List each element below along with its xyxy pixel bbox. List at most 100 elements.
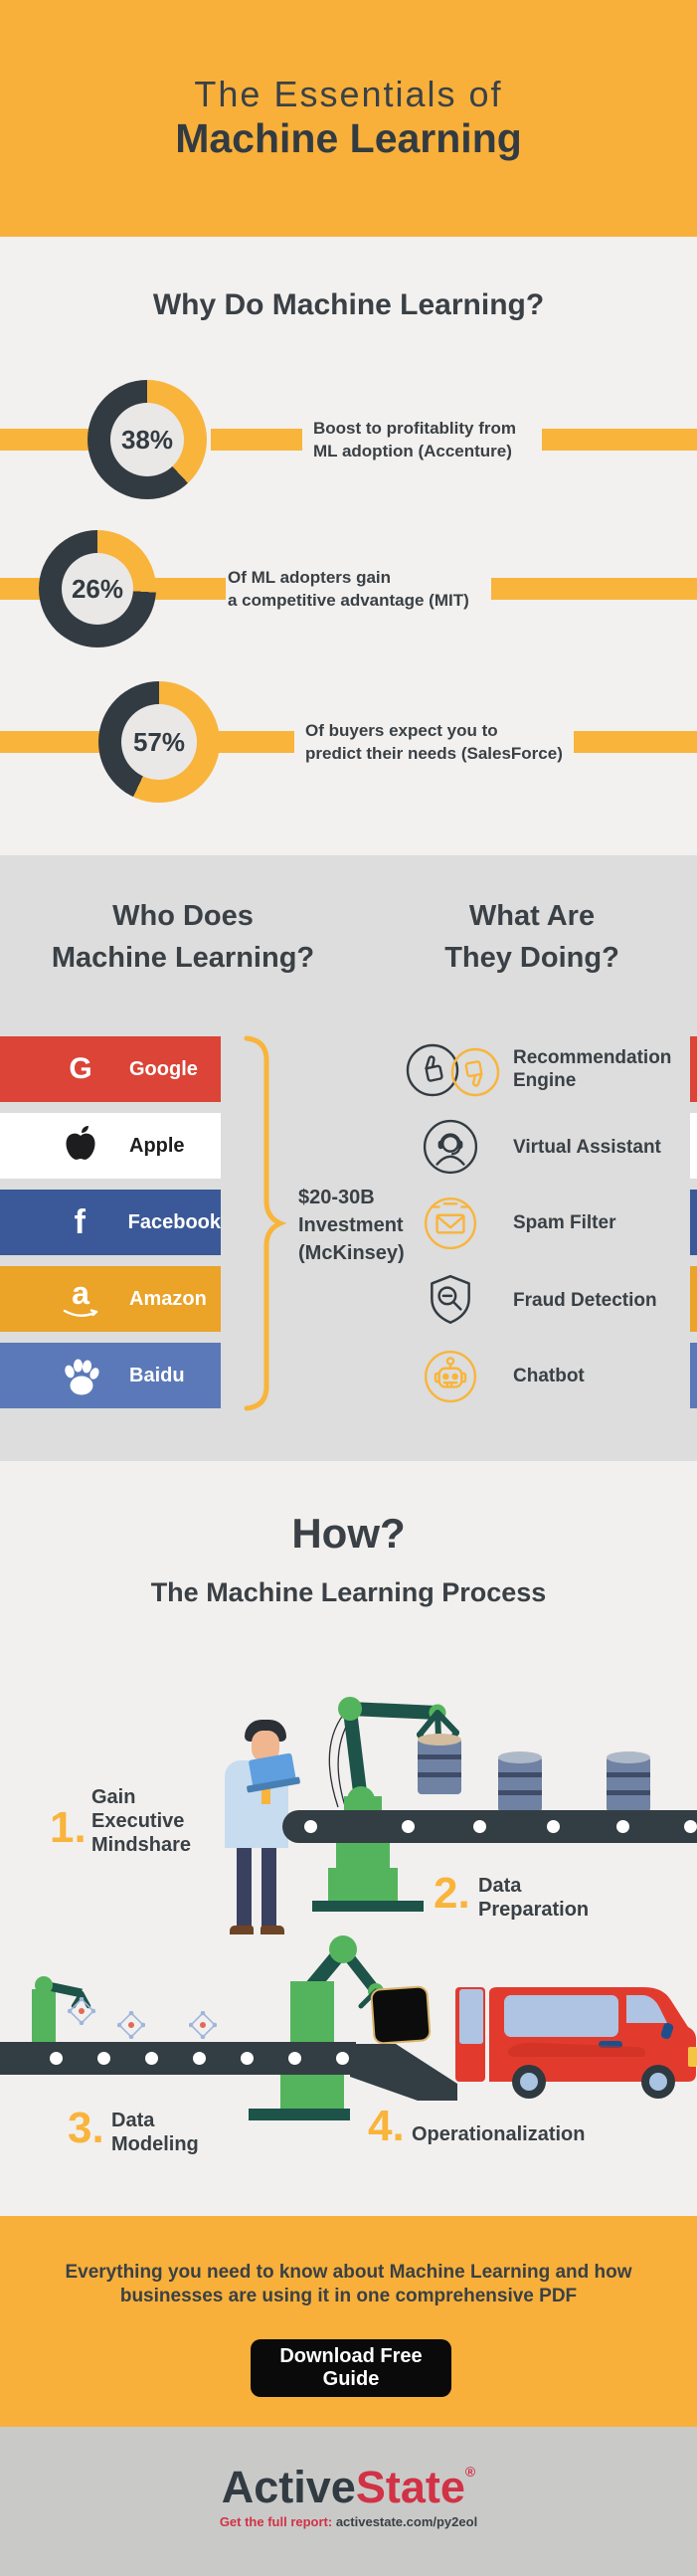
- stat1-percent: 38%: [120, 424, 174, 455]
- stat2-bar-left: [0, 578, 44, 600]
- what-item-label: Virtual Assistant: [513, 1137, 661, 1158]
- stat1-bar-right: [542, 429, 697, 451]
- stat1-bar-left: [0, 429, 91, 451]
- data-molecule-icon: [68, 1997, 95, 2025]
- step1-label: Gain Executive Mindshare: [91, 1786, 192, 1856]
- stat2-percent: 26%: [71, 573, 124, 604]
- thumbs-up-down-icon: [406, 1043, 500, 1097]
- edge-sliver-blue: [690, 1190, 697, 1255]
- how-subheading: The Machine Learning Process: [150, 1577, 547, 1607]
- step3-label: Data Modeling: [111, 2110, 199, 2155]
- fraud-shield-icon: [431, 1274, 470, 1325]
- arm1-skirt-lower: [328, 1868, 398, 1903]
- donut-hole: 26%: [62, 553, 133, 625]
- company-row-baidu: Baidu: [0, 1343, 221, 1408]
- donut-hole: 38%: [110, 403, 184, 476]
- stat1-bar-mid: [211, 429, 302, 451]
- barrel: [498, 1751, 542, 1812]
- company-name: Baidu: [129, 1364, 185, 1386]
- edge-sliver-orange: [690, 1266, 697, 1332]
- stat3-bar-right: [574, 731, 697, 753]
- data-molecule-icon: [189, 2011, 217, 2039]
- google-logo-icon: G: [69, 1052, 92, 1085]
- what-item-label: Fraud Detection: [513, 1290, 657, 1311]
- donut-chart-57: 57%: [98, 681, 220, 803]
- data-molecule-icon: [117, 2011, 145, 2039]
- stat3-label: Of buyers expect you to predict their ne…: [305, 721, 563, 763]
- stat3-bar-left: [0, 731, 99, 753]
- activestate-logo: ActiveState®: [0, 2465, 697, 2509]
- step2-label: Data Preparation: [478, 1875, 590, 1921]
- arm1-skirt: [336, 1842, 390, 1872]
- what-item-label: Chatbot: [513, 1366, 585, 1386]
- cta-line1: Everything you need to know about Machin…: [65, 2262, 632, 2283]
- barrel: [607, 1751, 650, 1812]
- investment-note: $20-30B Investment (McKinsey): [298, 1187, 405, 1264]
- stat1-label: Boost to profitablity from ML adoption (…: [313, 419, 516, 460]
- footer-band: [0, 2427, 697, 2576]
- company-name: Apple: [129, 1134, 185, 1157]
- assistant-icon: [423, 1119, 478, 1175]
- brace-icon: [244, 1035, 287, 1411]
- conveyor-belt-1: [282, 1810, 697, 1843]
- company-row-google: G Google: [0, 1036, 221, 1102]
- stat2-label: Of ML adopters gain a competitive advant…: [228, 568, 469, 610]
- donut-chart-38: 38%: [87, 380, 207, 499]
- data-tablet: [370, 1985, 432, 2045]
- company-name: Amazon: [129, 1287, 207, 1310]
- what-item-label: Recommendation Engine: [513, 1047, 672, 1091]
- robot-icon: [424, 1350, 477, 1403]
- man-leg: [237, 1848, 252, 1928]
- step2-number: 2.: [434, 1869, 470, 1918]
- edge-sliver-white: [690, 1113, 697, 1179]
- company-name: Facebook: [127, 1210, 221, 1233]
- donut-chart-26: 26%: [39, 530, 156, 647]
- how-heading: How?: [291, 1510, 406, 1557]
- registered-mark: ®: [464, 2464, 476, 2480]
- step3-number: 3.: [68, 2104, 104, 2152]
- stat2-bar-mid: [154, 578, 226, 600]
- cta-line2: businesses are using it in one comprehen…: [119, 2286, 578, 2306]
- stat3-percent: 57%: [132, 726, 186, 757]
- baidu-paw-icon: [58, 1353, 103, 1398]
- spam-envelope-icon: [424, 1196, 477, 1250]
- barrel-held: [418, 1734, 461, 1794]
- conveyor-belt-2: [0, 2042, 356, 2075]
- man-leg: [261, 1848, 276, 1928]
- brand-active: Active: [221, 2462, 356, 2512]
- what-item-label: Spam Filter: [513, 1212, 616, 1233]
- company-row-amazon: a Amazon: [0, 1266, 221, 1332]
- belt-chute: [350, 2044, 457, 2101]
- robot-arm-small: [32, 1976, 91, 2045]
- title-line1: The Essentials of: [194, 74, 503, 114]
- step4-number: 4.: [368, 2102, 405, 2150]
- stat2-bar-right: [491, 578, 697, 600]
- tagline-prefix: Get the full report:: [219, 2514, 333, 2529]
- step4-label: Operationalization: [412, 2123, 586, 2145]
- apple-logo-icon: [58, 1123, 103, 1169]
- edge-sliver-red: [690, 1036, 697, 1102]
- brand-state: State: [355, 2462, 465, 2512]
- edge-sliver-lightblue: [690, 1343, 697, 1408]
- company-name: Google: [129, 1057, 198, 1080]
- stat3-bar-mid: [219, 731, 294, 753]
- man-shoe: [261, 1926, 284, 1934]
- man-shoe: [230, 1926, 254, 1934]
- donut-hole: 57%: [121, 704, 197, 780]
- header-band: [0, 0, 697, 237]
- who-heading: Who Does Machine Learning?: [51, 900, 315, 974]
- step1-number: 1.: [50, 1803, 87, 1852]
- amazon-logo-icon: a: [58, 1276, 103, 1322]
- arm2-base: [249, 2109, 350, 2120]
- company-row-facebook: f Facebook: [0, 1190, 221, 1255]
- footer-tagline: Get the full report: activestate.com/py2…: [0, 2514, 697, 2529]
- delivery-truck: [455, 1987, 697, 2099]
- tagline-url[interactable]: activestate.com/py2eol: [335, 2514, 478, 2529]
- title-line2: Machine Learning: [175, 115, 522, 161]
- arm1-base: [312, 1901, 424, 1912]
- download-guide-button[interactable]: Download Free Guide: [251, 2339, 451, 2397]
- why-heading: Why Do Machine Learning?: [152, 288, 545, 321]
- company-row-apple: Apple: [0, 1113, 221, 1179]
- facebook-logo-icon: f: [74, 1203, 86, 1241]
